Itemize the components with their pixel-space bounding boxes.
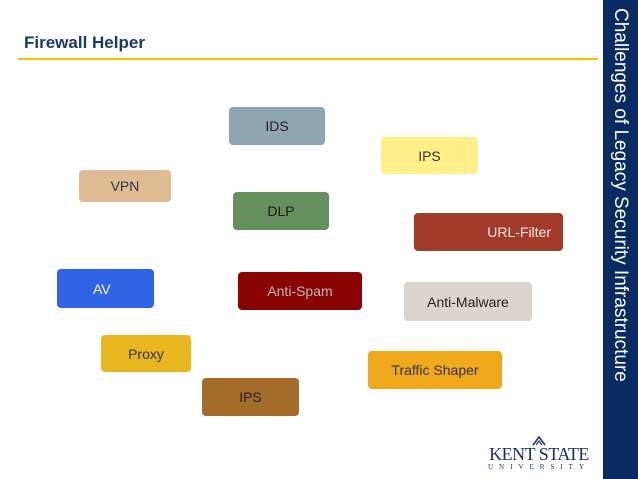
ids-box: IDS (229, 107, 325, 145)
av-box: AV (57, 269, 154, 308)
kent-state-mark-icon (532, 436, 546, 446)
side-title: Challenges of Legacy Security Infrastruc… (610, 8, 631, 382)
logo-wordmark: KENT STATE (489, 444, 589, 464)
url-filter-box: URL-Filter (414, 213, 563, 251)
proxy-box: Proxy (101, 335, 191, 372)
logo-subtitle: UNIVERSITY (488, 463, 590, 471)
slide-title: Firewall Helper (24, 33, 145, 52)
ips-box-bottom: IPS (202, 378, 299, 416)
anti-malware-box: Anti-Malware (404, 282, 532, 321)
traffic-shaper-box: Traffic Shaper (368, 351, 502, 389)
side-title-bar (603, 0, 638, 479)
dlp-box: DLP (233, 192, 329, 230)
ips-box-top: IPS (381, 137, 478, 174)
kent-state-logo: KENT STATE UNIVERSITY (484, 436, 594, 472)
vpn-box: VPN (79, 170, 171, 202)
anti-spam-box: Anti-Spam (238, 272, 362, 310)
title-underline (18, 58, 598, 60)
